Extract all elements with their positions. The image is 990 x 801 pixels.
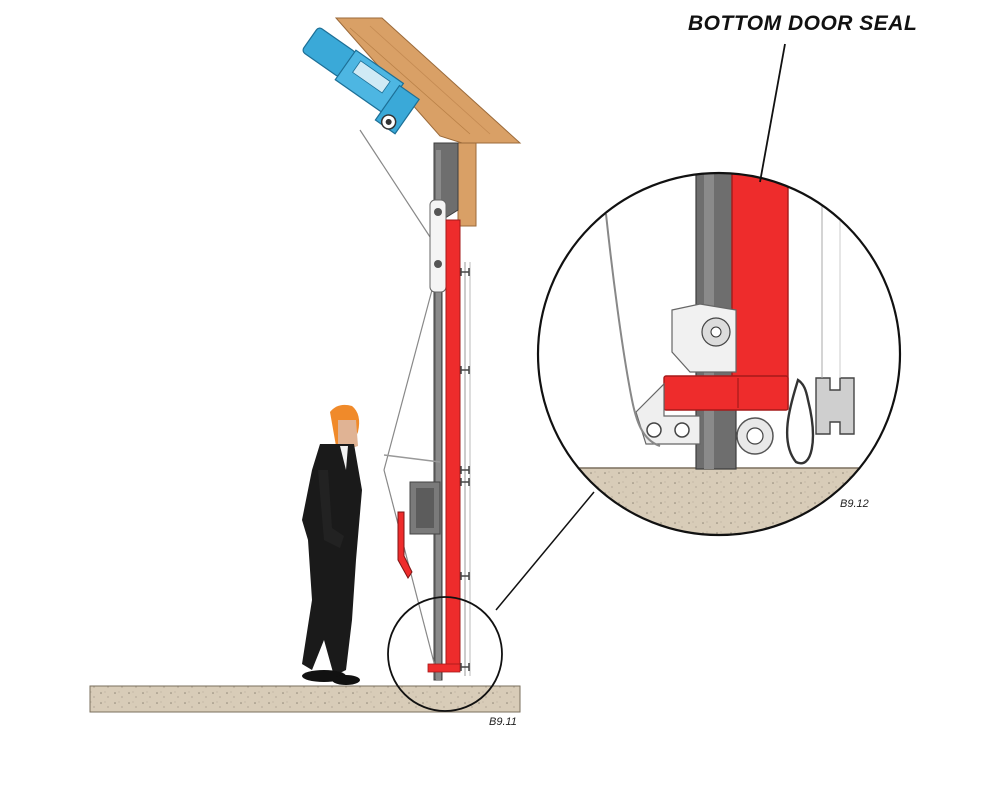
roof-beam: [334, 17, 522, 227]
detail-view: [536, 171, 902, 537]
motor-icon: [302, 27, 420, 135]
figure-label-detail: B9.12: [840, 498, 869, 510]
figure-label-main: B9.11: [489, 716, 517, 728]
red-door-seal: [427, 219, 461, 673]
callout-leader: [759, 43, 786, 183]
cable: [359, 129, 439, 679]
floor-slab: [89, 685, 521, 713]
door-panel-rail: [460, 262, 471, 676]
lock-mechanism: [383, 454, 441, 579]
door-guide-plate: [429, 199, 447, 293]
callout-title: BOTTOM DOOR SEAL: [688, 12, 918, 35]
magnifier-circle-icon: [387, 491, 595, 712]
person-icon: [302, 404, 362, 685]
